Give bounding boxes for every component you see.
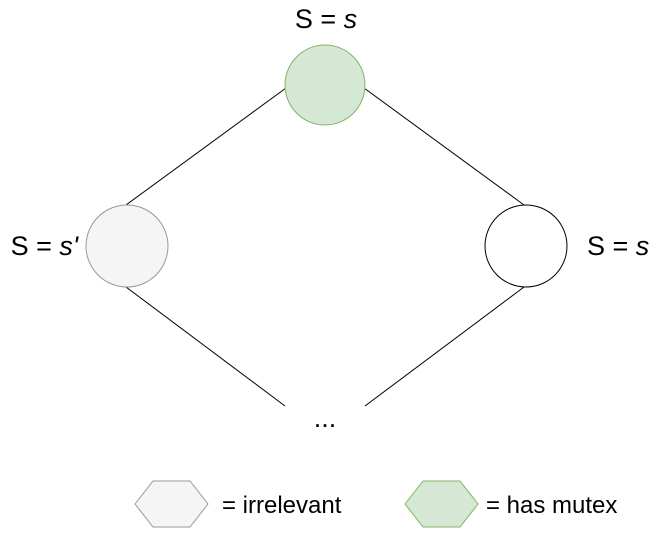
edge-right-to-ellipsis	[364, 286, 525, 407]
edges	[125, 87, 525, 407]
left-node-label-plain: S =	[11, 231, 52, 261]
has-mutex-hexagon-icon	[404, 480, 479, 528]
ellipsis-label: ...	[314, 403, 337, 433]
right-node-label: S = s	[587, 231, 649, 261]
left-node-circle	[85, 204, 169, 288]
right-node-label-var: s	[636, 231, 650, 261]
legend-has-mutex-label: = has mutex	[486, 492, 617, 519]
legend-irrelevant-label: = irrelevant	[222, 492, 342, 519]
top-node-label: S = s	[295, 4, 357, 34]
left-node-label-var: s'	[59, 231, 79, 261]
legend: = irrelevant = has mutex	[134, 480, 617, 528]
right-node-circle	[484, 204, 568, 288]
edge-top-to-right	[363, 87, 525, 206]
legend-item-has-mutex: = has mutex	[404, 480, 617, 528]
top-node-label-plain: S =	[295, 4, 336, 34]
edge-left-to-ellipsis	[125, 286, 286, 407]
irrelevant-hexagon-icon	[134, 480, 209, 528]
right-node-label-plain: S =	[587, 231, 628, 261]
top-node-circle	[284, 44, 366, 126]
edge-top-to-left	[125, 87, 287, 206]
legend-item-irrelevant: = irrelevant	[134, 480, 342, 528]
left-node-label: S =s'	[11, 231, 79, 261]
top-node-label-var: s	[344, 4, 358, 34]
